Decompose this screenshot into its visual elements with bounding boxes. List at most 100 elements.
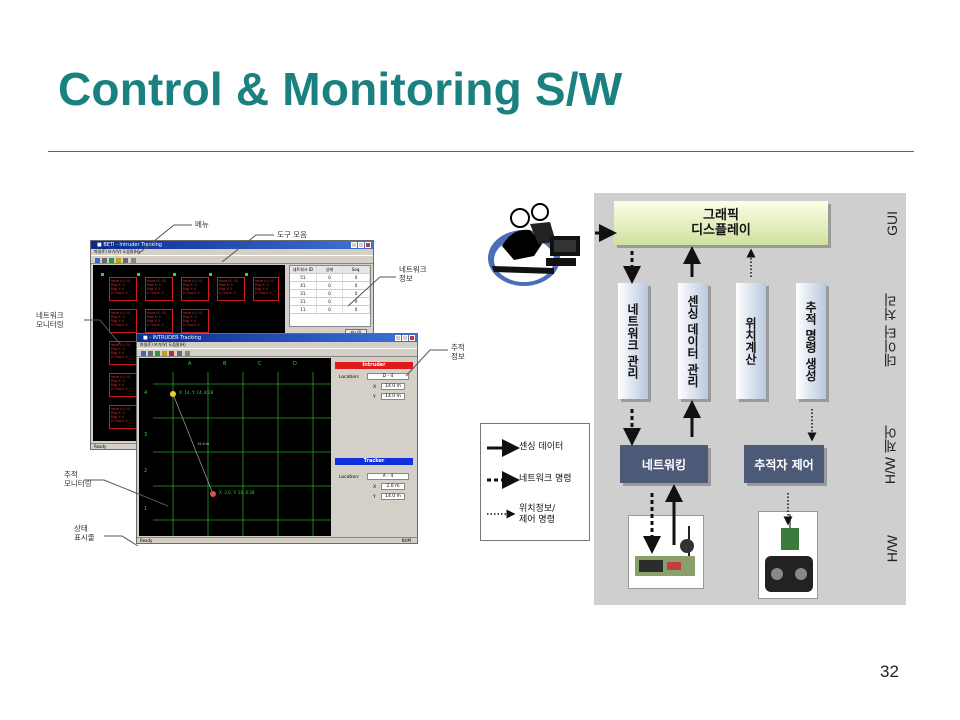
location-label: Location: — [339, 375, 360, 380]
node-text: 0 Count: 0 — [147, 323, 164, 327]
node-text: Msg X: 0 — [111, 411, 125, 415]
node-text: Msg X: 0 — [111, 315, 125, 319]
legend-line: 제어 명령 — [519, 515, 555, 525]
tool-icon — [116, 258, 121, 263]
title-divider — [48, 151, 914, 152]
row-label-1: 1 — [144, 506, 148, 512]
tool-icon — [162, 351, 167, 356]
network-management-box: 네트워크 관리 — [618, 283, 648, 399]
tracker-location-field: A - 4 — [367, 473, 409, 480]
window-title: ■ - INTRUDER Tracking — [143, 335, 201, 341]
layer-label-data-processing: 데이터 처리 — [882, 293, 898, 367]
tool-icon — [109, 258, 114, 263]
node-text: Node ID: 55 — [183, 279, 202, 283]
column-header: Seq. — [343, 266, 371, 273]
window-titlebar: ■ BETI - Intruder Tracking — [91, 241, 373, 249]
legend-network-command: 네트워크 명령 — [519, 474, 572, 484]
intruder-point-label: X: 14, Y: 14, 8:28 — [179, 390, 214, 395]
tracking-info-panel: Intruder Location: D - 4 X 14.0 m Y 14.0… — [333, 358, 417, 536]
table-cell: 0 — [343, 290, 371, 297]
window-controls — [351, 242, 371, 248]
node-text: Msg X: 0 — [147, 283, 161, 287]
tracker-point-label: X: 2.0, Y: 14, 8:28 — [219, 490, 255, 495]
table-cell: 41 — [290, 282, 317, 289]
table-cell: 0 — [317, 298, 344, 305]
node-text: Msg X: 0 — [147, 315, 161, 319]
save-icon — [148, 351, 153, 356]
tool-icon — [123, 258, 128, 263]
table-cell: 0 — [317, 306, 344, 313]
node-text: Msg X: 0 — [183, 315, 197, 319]
tool-icon — [155, 351, 160, 356]
table-cell: 51 — [290, 274, 317, 281]
node-text: Msg Y: 0 — [183, 287, 197, 291]
callout-line: 네트워크 — [36, 311, 64, 320]
tracking-command-box: 추적 명령 생성 — [796, 283, 826, 399]
node-text: Node ID: 55 — [219, 279, 238, 283]
save-icon — [102, 258, 107, 263]
tracker-robot-photo — [758, 511, 818, 599]
node-text: 0 Count: 0 — [147, 291, 164, 295]
table-cell: 21 — [290, 298, 317, 305]
row-label-3: 3 — [144, 432, 148, 438]
node-text: Msg Y: 0 — [111, 415, 125, 419]
layer-label-gui: GUI — [884, 211, 900, 236]
column-header: 네트워크 ID — [290, 266, 317, 273]
tracker-y-field: 14.0 m — [381, 493, 405, 500]
node-marker — [173, 273, 176, 276]
diagram-legend: 센싱 데이터 네트워크 명령 위치정보/ 제어 명령 — [480, 423, 590, 541]
node-marker — [137, 273, 140, 276]
open-icon — [141, 351, 146, 356]
distance-label: 15.0 m — [197, 442, 210, 446]
callout-toolbar: 도구 모음 — [277, 230, 307, 239]
node-text: Msg X: 0 — [183, 283, 197, 287]
row-label-4: 4 — [144, 390, 148, 396]
tracker-header: Tracker — [335, 458, 413, 465]
node-text: Msg Y: 0 — [183, 319, 197, 323]
node-text: Node ID: 55 — [111, 375, 130, 379]
node-text: Msg Y: 0 — [147, 319, 161, 323]
box-label: 추적 명령 생성 — [803, 300, 818, 382]
networking-box: 네트워킹 — [620, 445, 708, 483]
table-cell: 11 — [290, 306, 317, 313]
row-label-2: 2 — [144, 468, 148, 474]
minimize-icon — [351, 242, 357, 248]
window-toolbar — [91, 255, 373, 264]
box-label: 그래픽 — [703, 208, 739, 223]
sensing-data-management-box: 센싱 데이터 관리 — [678, 283, 708, 399]
node-text: 0 Count: 0 — [111, 387, 128, 391]
callout-line: 모니터링 — [64, 479, 92, 488]
intruder-y-field: 14.0 m — [381, 393, 405, 400]
help-icon — [131, 258, 136, 263]
callout-line: 정보 — [399, 274, 413, 283]
table-cell: 0 — [317, 282, 344, 289]
window-titlebar: ■ - INTRUDER Tracking — [137, 334, 417, 342]
table-cell: 31 — [290, 290, 317, 297]
node-text: 0 Count: 0 — [111, 323, 128, 327]
sensor-board-icon — [635, 526, 695, 576]
node-text: 0 Count: 0 — [183, 323, 200, 327]
node-text: 0 Count: 0 — [111, 291, 128, 295]
column-label-d: D — [293, 361, 297, 367]
maximize-icon — [358, 242, 364, 248]
node-text: Node ID: 55 — [255, 279, 274, 283]
intruder-x-field: 14.0 m — [381, 383, 405, 390]
tool-icon — [169, 351, 174, 356]
x-label: X — [373, 385, 377, 390]
table-cell: 0 — [343, 298, 371, 305]
flow-arrows — [594, 224, 817, 554]
